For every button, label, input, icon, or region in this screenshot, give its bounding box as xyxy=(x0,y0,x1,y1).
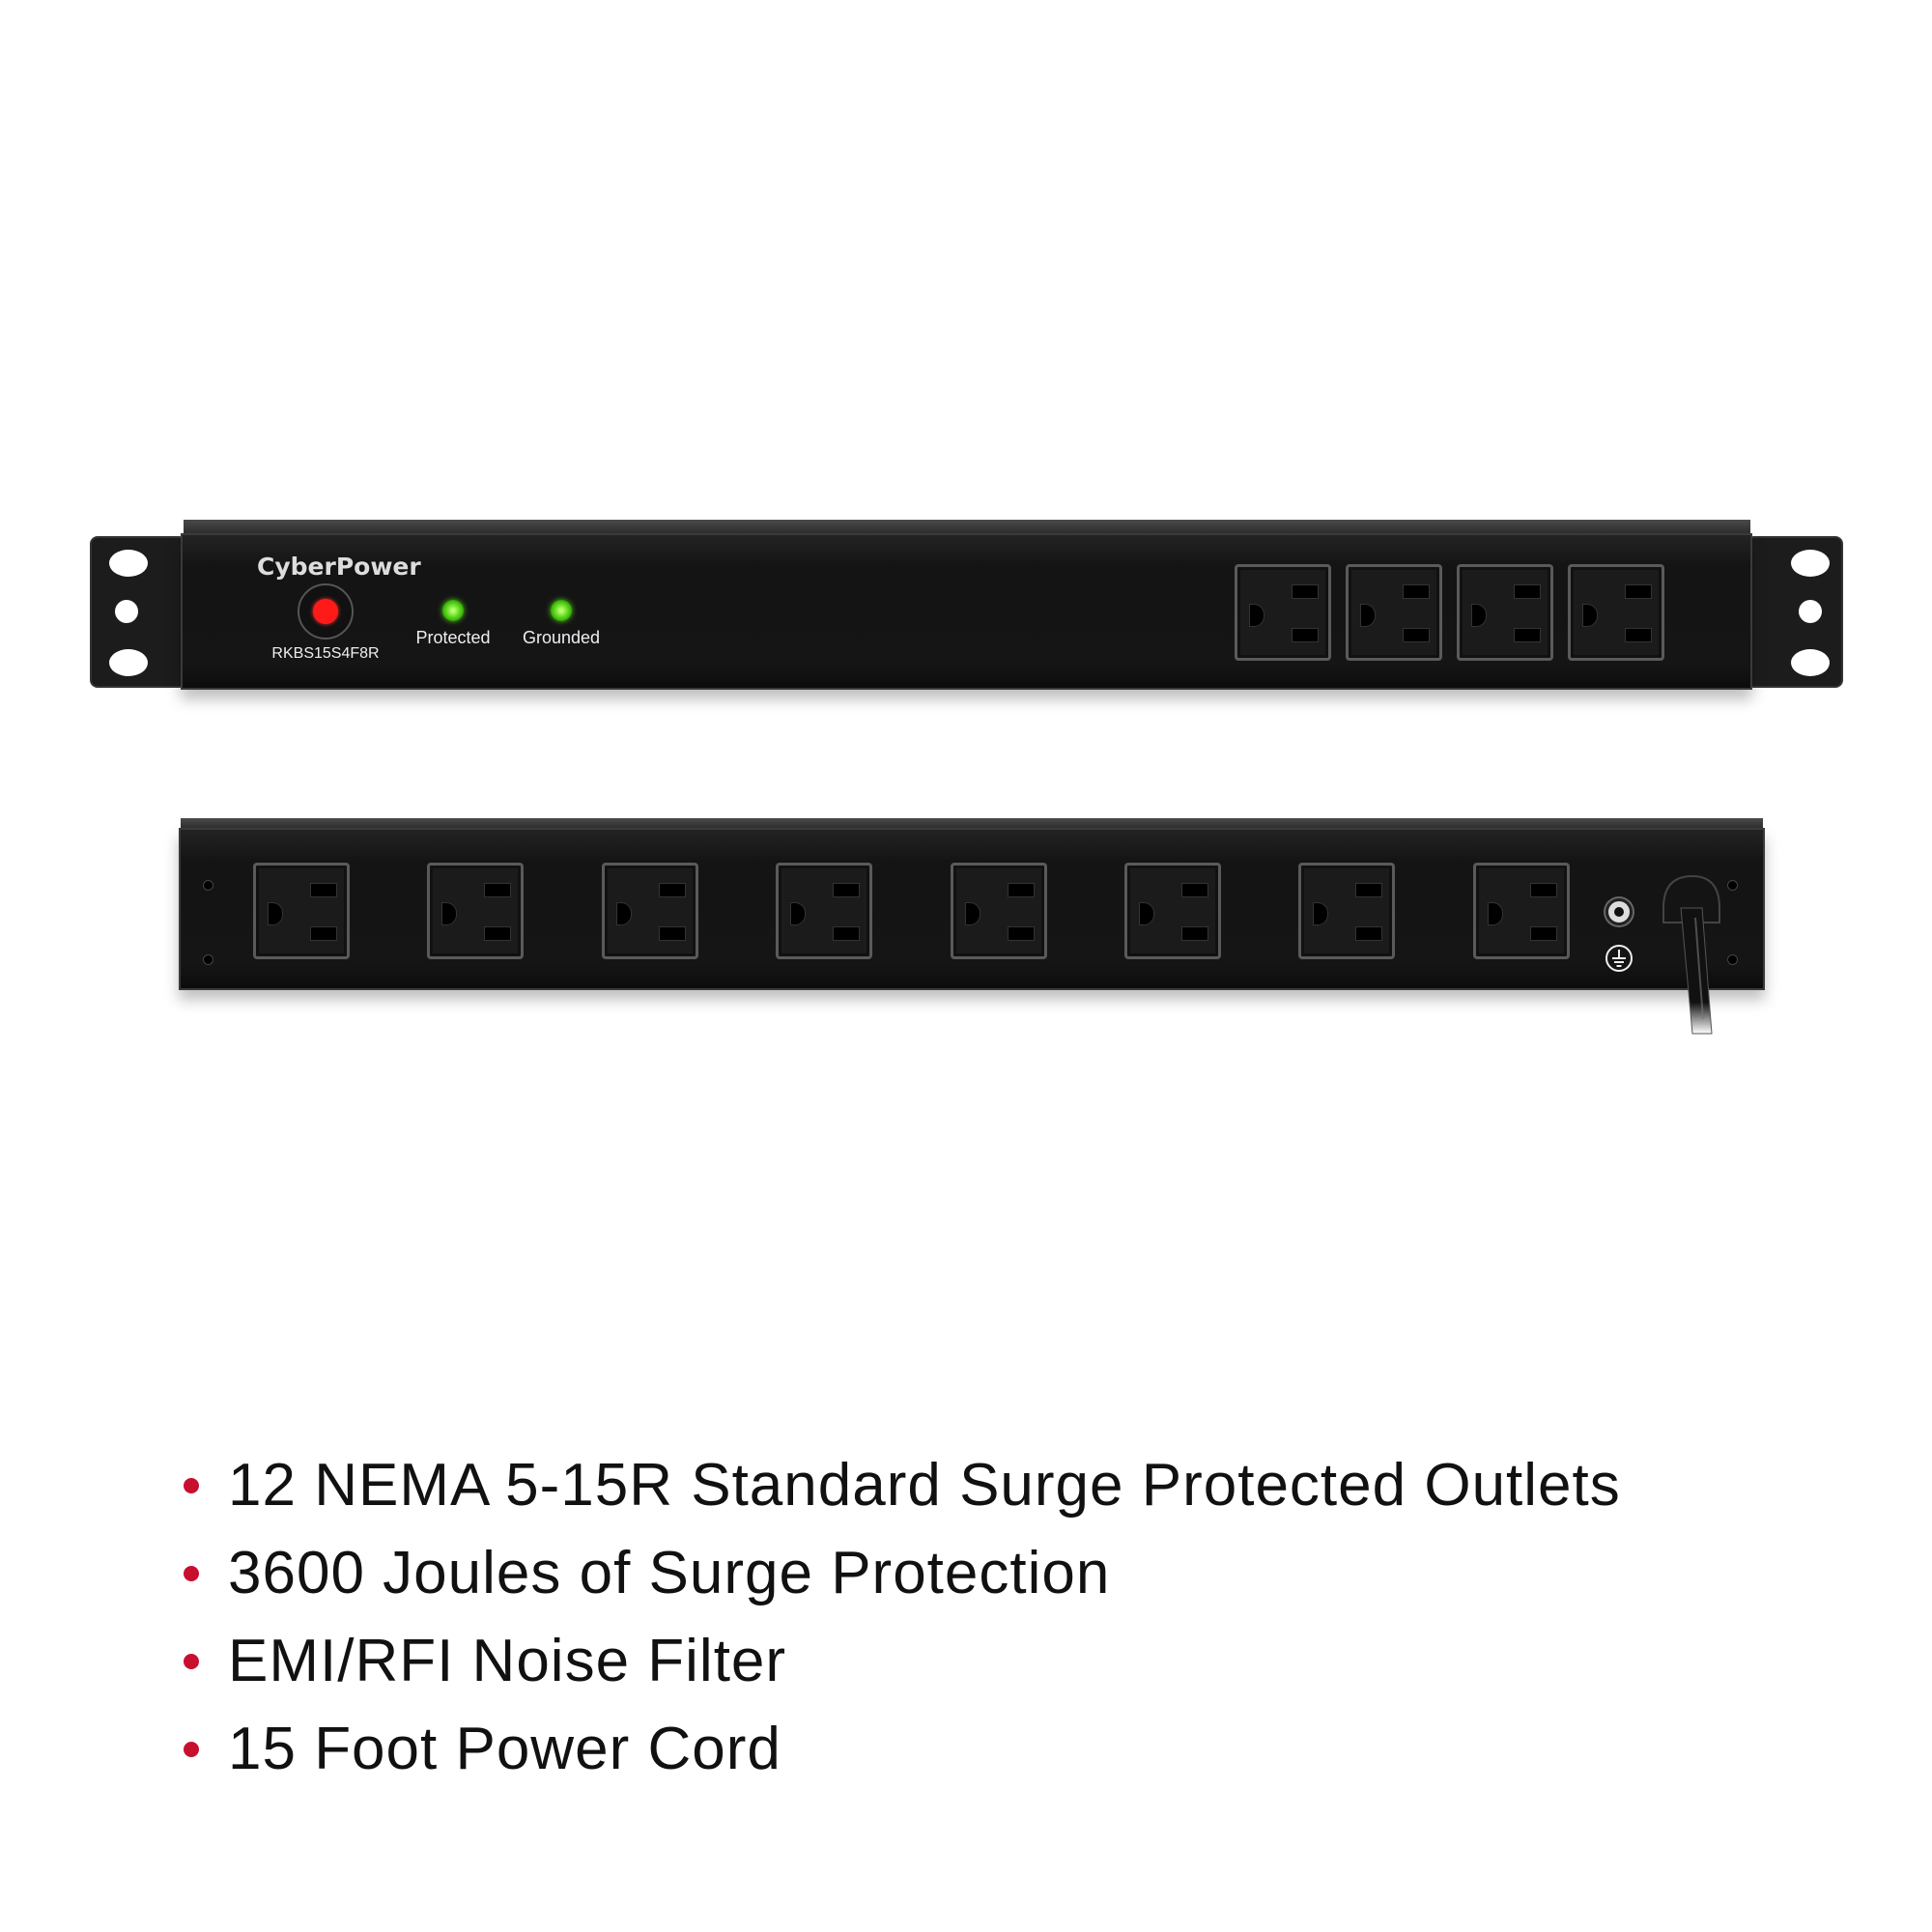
nema-5-15r-outlet[interactable] xyxy=(601,863,698,959)
ground-hole xyxy=(1139,902,1154,925)
feature-text: 15 Foot Power Cord xyxy=(228,1716,781,1782)
grounded-label: Grounded xyxy=(522,628,601,647)
outlet-slot xyxy=(658,883,686,897)
outlet-slot xyxy=(1355,926,1383,941)
nema-5-15r-outlet[interactable] xyxy=(776,863,873,959)
outlet-slot xyxy=(1292,584,1319,599)
ground-hole xyxy=(1249,604,1264,627)
ground-hole xyxy=(790,902,807,925)
outlet-slot xyxy=(310,883,337,897)
outlet-slot xyxy=(1529,926,1557,941)
nema-5-15r-outlet[interactable] xyxy=(1235,564,1331,661)
nema-5-15r-outlet[interactable] xyxy=(1346,564,1442,661)
nema-5-15r-outlet[interactable] xyxy=(1457,564,1553,661)
rear-top-edge xyxy=(181,818,1763,830)
mounting-screw-icon xyxy=(1727,954,1738,965)
brand-logo: CyberPower xyxy=(257,553,421,581)
outlet-slot xyxy=(658,926,686,941)
front-top-edge xyxy=(184,520,1750,535)
outlet-slot xyxy=(1529,883,1557,897)
outlet-slot xyxy=(833,883,861,897)
ground-hole xyxy=(1487,902,1503,925)
ground-hole xyxy=(268,902,283,925)
bullet-icon xyxy=(184,1741,199,1757)
bullet-icon xyxy=(184,1565,199,1581)
outlet-slot xyxy=(310,926,337,941)
nema-5-15r-outlet[interactable] xyxy=(950,863,1047,959)
feature-text: 12 NEMA 5-15R Standard Surge Protected O… xyxy=(228,1452,1621,1519)
power-cord xyxy=(1662,874,1720,1035)
feature-item: 15 Foot Power Cord xyxy=(184,1715,781,1783)
nema-5-15r-outlet[interactable] xyxy=(253,863,350,959)
ground-hole xyxy=(441,902,458,925)
mounting-screw-icon xyxy=(203,880,213,891)
protected-label: Protected xyxy=(415,628,491,647)
outlet-slot xyxy=(1292,628,1319,642)
outlet-slot xyxy=(1514,628,1541,642)
outlet-slot xyxy=(1181,883,1208,897)
ground-hole xyxy=(615,902,632,925)
ground-hole xyxy=(1360,604,1376,627)
outlet-slot xyxy=(1514,584,1541,599)
feature-text: EMI/RFI Noise Filter xyxy=(228,1628,787,1694)
bullet-icon xyxy=(184,1653,199,1669)
feature-item: 12 NEMA 5-15R Standard Surge Protected O… xyxy=(184,1451,1621,1520)
mounting-screw-icon xyxy=(1727,880,1738,891)
feature-item: EMI/RFI Noise Filter xyxy=(184,1627,786,1695)
nema-5-15r-outlet[interactable] xyxy=(427,863,525,959)
outlet-slot xyxy=(484,883,512,897)
outlet-slot xyxy=(1625,628,1652,642)
ground-hole xyxy=(1582,604,1598,627)
outlet-slot xyxy=(1403,628,1430,642)
ground-jack[interactable] xyxy=(1605,898,1633,925)
outlet-slot xyxy=(1007,926,1035,941)
nema-5-15r-outlet[interactable] xyxy=(1568,564,1664,661)
nema-5-15r-outlet[interactable] xyxy=(1472,863,1570,959)
model-number: RKBS15S4F8R xyxy=(271,645,380,662)
outlet-slot xyxy=(1181,926,1208,941)
outlet-slot xyxy=(484,926,512,941)
grounded-led xyxy=(551,600,572,621)
nema-5-15r-outlet[interactable] xyxy=(1124,863,1221,959)
ground-icon xyxy=(1605,945,1633,972)
outlet-slot xyxy=(833,926,861,941)
outlet-slot xyxy=(1403,584,1430,599)
ground-hole xyxy=(1471,604,1487,627)
mounting-screw-icon xyxy=(203,954,213,965)
feature-item: 3600 Joules of Surge Protection xyxy=(184,1539,1110,1607)
ground-hole xyxy=(964,902,980,925)
outlet-slot xyxy=(1007,883,1035,897)
nema-5-15r-outlet[interactable] xyxy=(1298,863,1396,959)
ground-hole xyxy=(1313,902,1329,925)
outlet-slot xyxy=(1355,883,1383,897)
bullet-icon xyxy=(184,1477,199,1493)
outlet-slot xyxy=(1625,584,1652,599)
feature-text: 3600 Joules of Surge Protection xyxy=(228,1540,1111,1606)
circuit-breaker-button[interactable] xyxy=(298,583,354,639)
protected-led xyxy=(442,600,464,621)
right-rack-bracket xyxy=(1747,536,1843,688)
left-rack-bracket xyxy=(90,536,186,688)
